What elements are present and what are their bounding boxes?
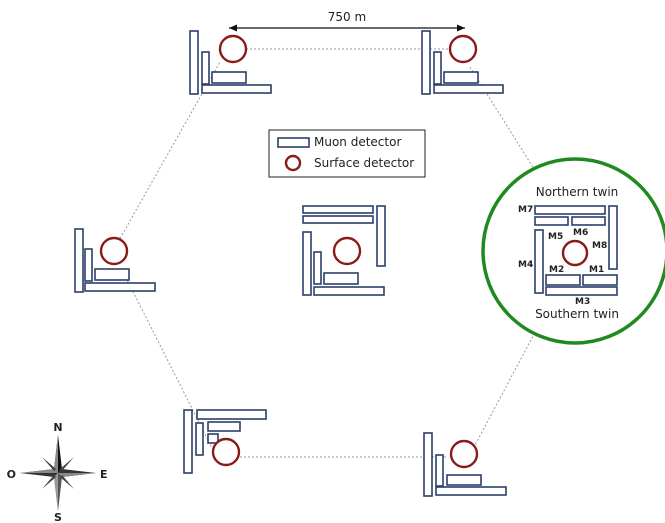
module-label-m8: M8 <box>592 241 607 251</box>
legend-surface-swatch <box>284 154 302 172</box>
station-left <box>74 228 156 293</box>
module-label-m3: M3 <box>575 297 590 307</box>
module-label-m7: M7 <box>518 205 533 215</box>
station-top-left <box>189 30 272 95</box>
compass-north: N <box>53 421 62 434</box>
scale-label: 750 m <box>328 10 366 24</box>
twin-surface-detector <box>561 239 589 267</box>
compass-west: O <box>7 468 16 481</box>
module-label-m6: M6 <box>573 228 588 238</box>
legend-surface-label: Surface detector <box>314 156 414 170</box>
northern-twin-label: Northern twin <box>536 185 619 199</box>
compass-rose: N S E O <box>7 421 108 523</box>
module-m6 <box>571 216 606 226</box>
legend: Muon detector Surface detector <box>268 129 426 178</box>
compass-east: E <box>100 468 108 481</box>
module-m2 <box>545 274 581 286</box>
module-m8 <box>608 205 618 270</box>
module-label-m1: M1 <box>589 265 604 275</box>
legend-muon-swatch <box>277 137 310 148</box>
station-center <box>302 205 386 296</box>
module-m7 <box>534 205 606 215</box>
station-top-right <box>421 30 504 95</box>
station-bottom-right <box>423 432 507 497</box>
module-m5 <box>534 216 569 226</box>
module-m4 <box>534 229 544 294</box>
module-m3 <box>545 286 618 296</box>
module-label-m2: M2 <box>549 265 564 275</box>
compass-south: S <box>54 511 62 523</box>
module-label-m5: M5 <box>548 232 563 242</box>
scale-bar: 750 m <box>229 10 465 32</box>
legend-muon-label: Muon detector <box>314 135 401 149</box>
module-m1 <box>582 274 618 286</box>
station-bottom-left <box>183 409 267 474</box>
southern-twin-label: Southern twin <box>535 307 619 321</box>
zoom-highlight: Northern twin Southern twin M7 M5 M6 M8 … <box>481 157 665 345</box>
module-label-m4: M4 <box>518 260 533 270</box>
